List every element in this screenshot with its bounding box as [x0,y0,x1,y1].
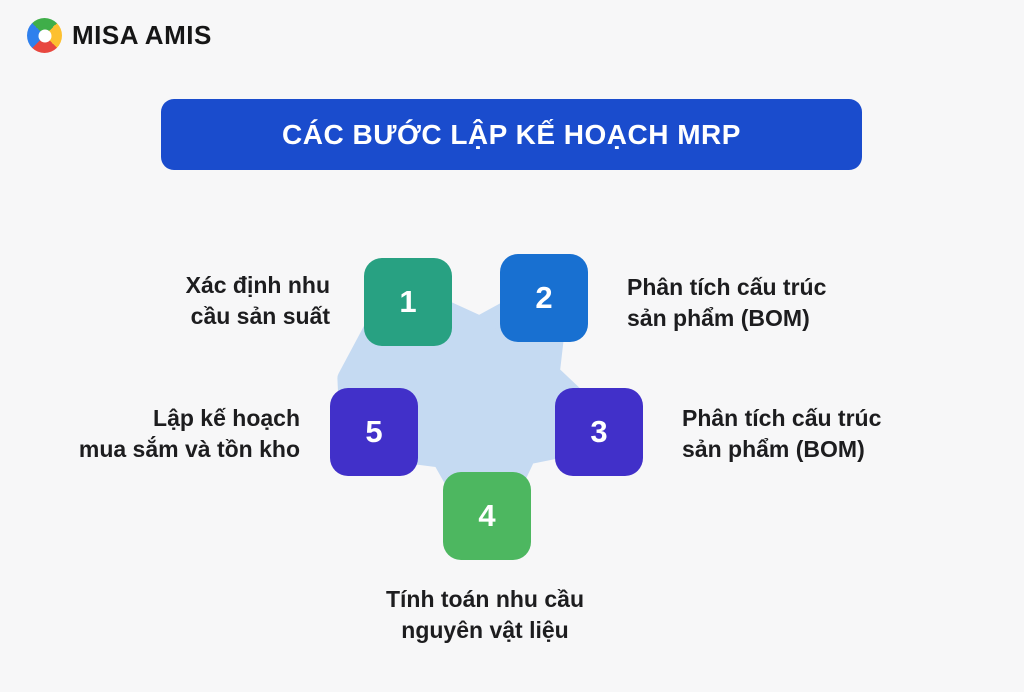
step-5-box: 5 [330,388,418,476]
title-banner: CÁC BƯỚC LẬP KẾ HOẠCH MRP [161,99,862,170]
page-title: CÁC BƯỚC LẬP KẾ HOẠCH MRP [282,118,741,150]
step-4-box: 4 [443,472,531,560]
step-1-number: 1 [399,284,417,319]
step-1-label: Xác định nhu cầu sản suất [185,272,330,330]
step-3-label: Phân tích cấu trúc sản phẩm (BOM) [682,405,882,463]
misa-amis-swirl-icon [27,18,62,53]
step-3-number: 3 [590,414,608,449]
step-4-label: Tính toán nhu cầu nguyên vật liệu [385,586,585,644]
logo-text: MISA AMIS [72,20,212,50]
step-1-box: 1 [364,258,452,346]
step-2-label: Phân tích cấu trúc sản phẩm (BOM) [627,274,827,332]
misa-amis-logo: MISA AMIS [27,18,212,53]
step-2-box: 2 [500,254,588,342]
step-2-number: 2 [535,280,553,315]
step-5-label: Lập kế hoạch mua sắm và tồn kho [78,405,300,463]
step-3-box: 3 [555,388,643,476]
step-4-number: 4 [478,498,496,533]
step-5-number: 5 [365,414,383,449]
